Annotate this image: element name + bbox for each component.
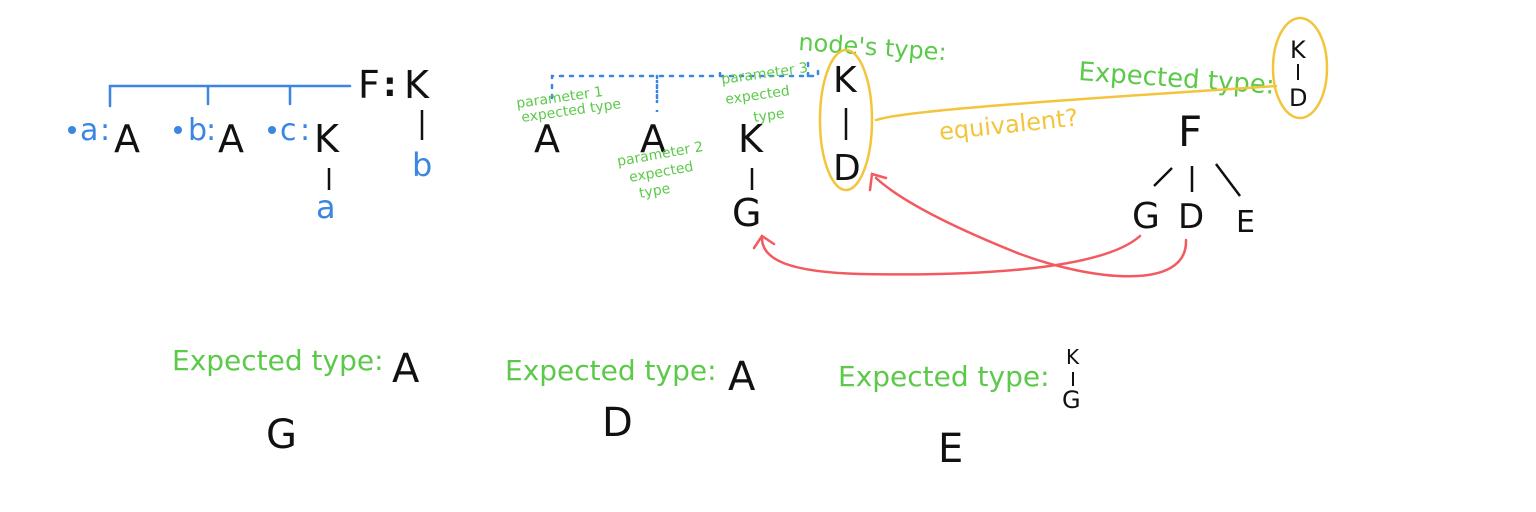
arrow-d-to-node-type-head [868,172,888,192]
param-c-name: c [280,113,297,148]
middle-tree: A A K G parameter 1 expected type parame… [515,28,947,235]
param-b-colon: : [206,113,216,148]
param2-type: A [640,117,666,161]
param1-type: A [534,117,560,161]
param-a-colon: : [100,113,110,148]
node-type-label: node's type: [798,28,948,66]
arrow-g-to-param3 [760,234,1142,276]
param-c-type: K [314,117,340,161]
bottom-expected-label-3: Expected type: [838,360,1050,393]
node-child-g: G [1132,196,1160,237]
node-type-k: K [833,60,858,101]
bottom-expected-type-3-k: K [1066,345,1080,369]
bottom-row: Expected type: A G Expected type: A D Ex… [172,344,1081,472]
param-c-type-child: a [316,188,336,226]
param-b-dot [174,126,182,134]
param-c-dot [268,126,276,134]
equivalence-link [874,84,1278,122]
param3-note-line1: parameter 3 [720,60,809,88]
bottom-expected-type-3-g: G [1062,386,1081,414]
node-root-f: F [1178,107,1202,156]
arrow-d-to-node-type [874,176,1188,278]
param2-note-line3: type [638,181,672,202]
expected-type-highlight [1271,16,1329,120]
bottom-node-1: G [266,412,297,458]
param3-type: K [738,117,764,161]
signature-colon: : [383,65,397,105]
node-child-e: E [1236,205,1255,240]
node-type-d: D [833,148,861,189]
param-c-colon: : [300,113,310,148]
param-b-name: b [188,113,207,148]
param-bracket [108,84,352,108]
edge-f-g [1153,167,1173,187]
return-type-child: b [412,146,432,184]
param3-type-child: G [732,191,761,235]
bottom-expected-label-1: Expected type: [172,344,384,377]
bottom-expected-type-1: A [392,346,420,392]
param-a-name: a [80,113,98,148]
expected-type-label-top: Expected type: [1078,57,1276,101]
return-type-k: K [404,63,430,107]
expected-type-k: K [1290,36,1307,64]
bottom-expected-type-2: A [728,354,756,400]
arrow-g-to-param3-head [752,234,776,250]
edge-f-e [1215,163,1241,197]
param-a-type: A [114,117,140,161]
param-b-type: A [218,117,244,161]
left-tree: F : K b a : A b : A c : K a [68,63,432,226]
bottom-node-3: E [938,426,963,472]
bottom-node-2: D [602,400,633,446]
param3-note-line2: expected [724,83,790,108]
param-a-dot [68,126,76,134]
function-name: F [358,63,380,107]
node-child-d: D [1178,197,1204,237]
node-type-highlight [818,48,874,192]
bottom-expected-label-2: Expected type: [505,354,717,387]
param3-note-line3: type [752,106,785,126]
param-dotted-bracket [550,58,820,100]
expected-type-d: D [1289,84,1307,112]
